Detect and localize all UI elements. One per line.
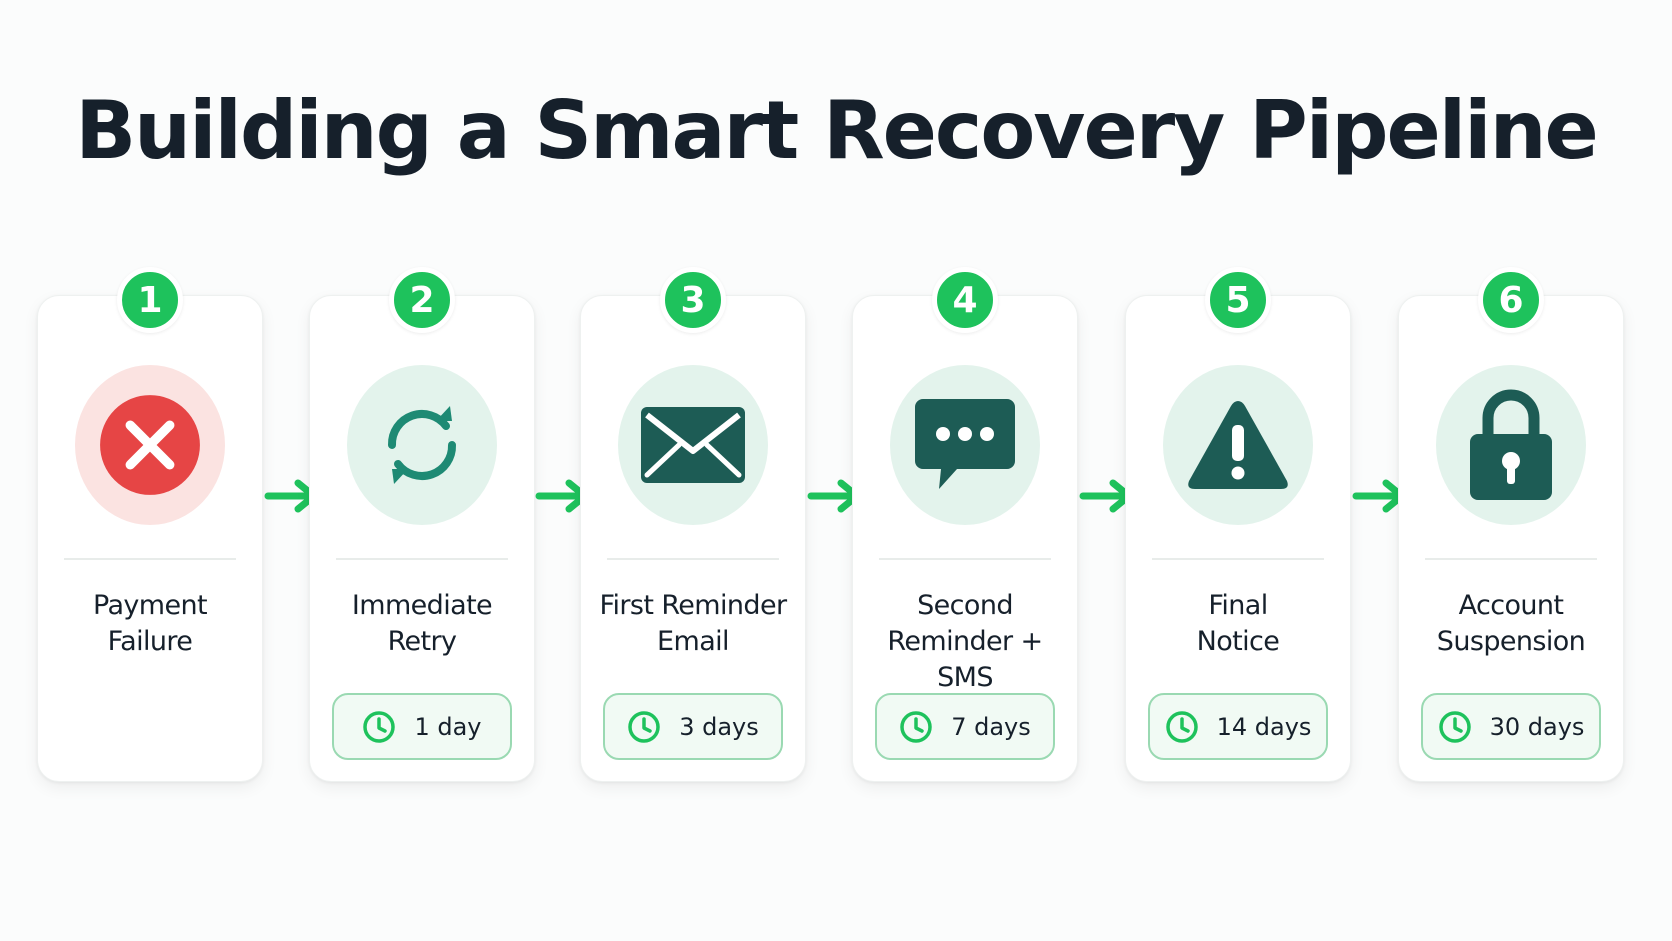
duration-pill: 1 day	[332, 693, 512, 760]
icon-container	[618, 365, 768, 525]
icon-container	[1436, 365, 1586, 525]
step-label: Final Notice	[1196, 590, 1280, 657]
clock-icon	[628, 710, 660, 743]
step-number-badge: 4	[932, 267, 998, 333]
clock-icon	[900, 710, 932, 743]
step-number-badge: 3	[660, 267, 726, 333]
step-card-final-notice: 5 Final Notice 14 days	[1125, 267, 1351, 782]
icon-container	[1163, 365, 1313, 525]
divider	[607, 558, 779, 560]
step-label: Payment Failure	[92, 590, 208, 657]
clock-icon	[1438, 710, 1471, 743]
step-label: Account Suspension	[1436, 590, 1586, 657]
step-label: Second Reminder + SMS	[887, 590, 1043, 693]
clock-icon	[363, 710, 396, 743]
duration-pill: 3 days	[603, 693, 783, 760]
divider	[1425, 558, 1597, 560]
duration-text: 14 days	[1216, 712, 1312, 741]
step-card-second-reminder-sms: 4 Second Reminder + SMS 7 days	[852, 267, 1078, 782]
step-label: Immediate Retry	[351, 590, 493, 657]
divider	[879, 558, 1051, 560]
icon-container	[890, 365, 1040, 525]
step-number-badge: 1	[117, 267, 183, 333]
warning-triangle-icon	[1188, 401, 1288, 489]
step-card-first-reminder-email: 3 First Reminder Email 3 days	[580, 267, 806, 782]
step-card-payment-failure: 1 Payment Failure	[37, 267, 263, 782]
step-number-badge: 6	[1478, 267, 1544, 333]
clock-icon	[1165, 710, 1198, 743]
page-title: Building a Smart Recovery Pipeline	[75, 84, 1599, 177]
step-number-badge: 2	[389, 267, 455, 333]
icon-container	[75, 365, 225, 525]
divider	[64, 558, 236, 560]
duration-pill: 14 days	[1148, 693, 1328, 760]
icon-container	[347, 365, 497, 525]
step-card-account-suspension: 6 Account Suspension 30 days	[1398, 267, 1624, 782]
x-circle-icon	[100, 395, 200, 495]
duration-text: 7 days	[951, 712, 1031, 741]
refresh-icon	[387, 406, 457, 484]
duration-pill: 7 days	[875, 693, 1055, 760]
duration-text: 30 days	[1489, 712, 1585, 741]
divider	[336, 558, 508, 560]
step-label: First Reminder Email	[599, 590, 788, 657]
step-number-badge: 5	[1205, 267, 1271, 333]
duration-text: 3 days	[679, 712, 759, 741]
envelope-icon	[641, 407, 745, 483]
step-card-immediate-retry: 2 Immediate Retry 1 day	[309, 267, 535, 782]
divider	[1152, 558, 1324, 560]
duration-pill: 30 days	[1421, 693, 1601, 760]
duration-text: 1 day	[414, 712, 482, 741]
chat-bubble-icon	[915, 399, 1015, 489]
padlock-icon	[1470, 389, 1552, 500]
